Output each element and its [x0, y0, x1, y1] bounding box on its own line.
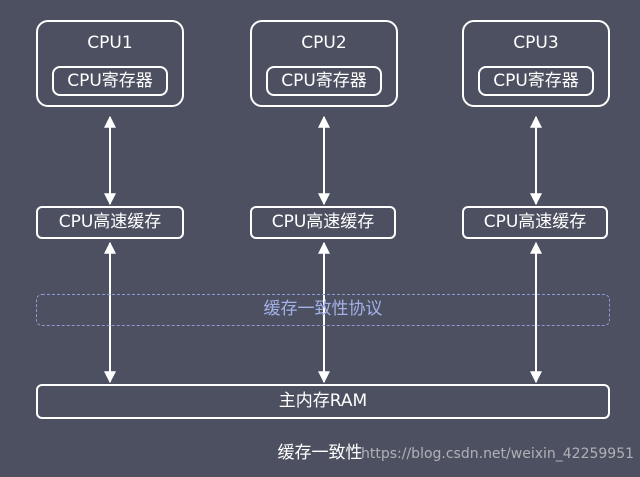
diagram-caption: 缓存一致性 [277, 443, 363, 463]
watermark-url: https://blog.csdn.net/weixin_42259951 [361, 446, 635, 462]
cpu1-cache: CPU高速缓存 [36, 206, 184, 239]
cpu2-cache: CPU高速缓存 [250, 206, 396, 239]
coherence-protocol-band: 缓存一致性协议 [36, 294, 610, 326]
cpu1-box: CPU1 CPU寄存器 [36, 20, 184, 107]
cpu2-box: CPU2 CPU寄存器 [250, 20, 398, 107]
cpu3-cache: CPU高速缓存 [462, 206, 608, 239]
cpu3-register: CPU寄存器 [478, 66, 594, 96]
cpu2-title: CPU2 [301, 33, 347, 53]
main-memory-box: 主内存RAM [36, 384, 610, 419]
cpu1-title: CPU1 [87, 33, 133, 53]
cpu3-title: CPU3 [513, 33, 559, 53]
cpu1-register: CPU寄存器 [52, 66, 168, 96]
cpu2-register: CPU寄存器 [266, 66, 382, 96]
cpu3-box: CPU3 CPU寄存器 [462, 20, 610, 107]
